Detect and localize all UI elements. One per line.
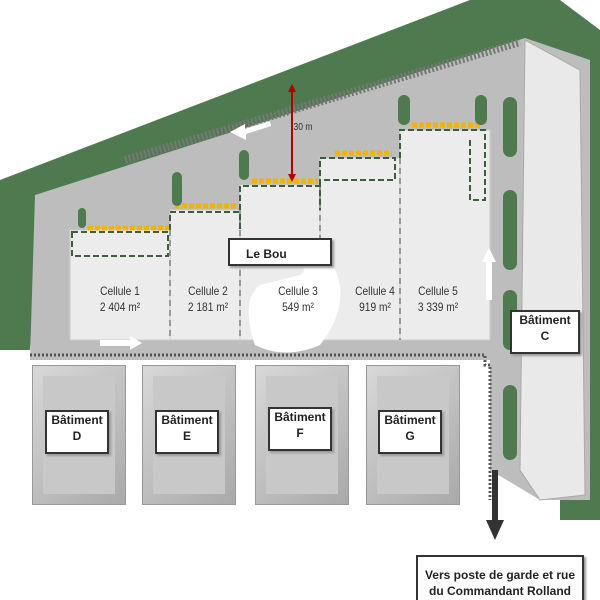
- cell-5: Cellule 5 3 339 m²: [400, 283, 477, 315]
- cell-area: 3 339 m²: [417, 300, 459, 314]
- exit-note: Vers poste de garde et rue du Commandant…: [416, 555, 584, 600]
- traffic-arrows: [100, 121, 496, 350]
- fence: [123, 38, 522, 164]
- cell-name: Cellule 5: [418, 284, 458, 298]
- building-label-box: Le Bou: [228, 238, 332, 266]
- green-area: [0, 0, 600, 520]
- cell-3: Cellule 3 549 m²: [264, 283, 332, 315]
- cell-area: 2 404 m²: [99, 300, 141, 314]
- cell-name: Cellule 2: [188, 284, 228, 298]
- cell-name: Cellule 3: [278, 284, 318, 298]
- cell-name: Cellule 4: [355, 284, 395, 298]
- cell-2: Cellule 2 2 181 m²: [170, 283, 247, 315]
- cell-area: 919 m²: [359, 300, 391, 314]
- building-c-block: [519, 39, 586, 501]
- exit-arrow-icon: [486, 520, 504, 540]
- cell-name: Cellule 1: [100, 284, 140, 298]
- cell-1: Cellule 1 2 404 m²: [82, 283, 159, 315]
- overlay-shape: [248, 250, 341, 353]
- distance-label: 30 m: [293, 122, 313, 133]
- cell-area: 549 m²: [282, 300, 314, 314]
- cell-area: 2 181 m²: [187, 300, 229, 314]
- cell-4: Cellule 4 919 m²: [337, 283, 414, 315]
